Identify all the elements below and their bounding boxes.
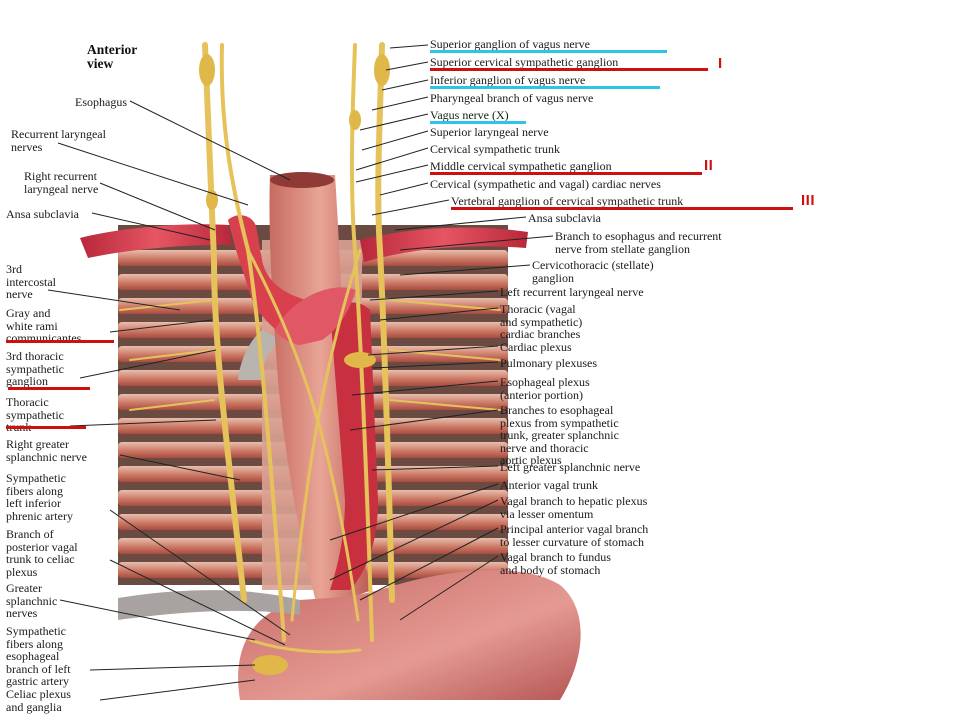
- label-recurrent-laryngeal-nerves: Recurrent laryngeal nerves: [11, 127, 106, 154]
- leader-line: [399, 235, 554, 251]
- leader-line: [379, 307, 499, 321]
- stomach: [238, 570, 581, 700]
- label-sympathetic-fibers-phrenic: Sympathetic fibers along left inferior p…: [6, 471, 73, 523]
- underline-cyan-3: [430, 121, 526, 124]
- aortic-arch: [275, 287, 356, 345]
- label-middle-cervical-sympathetic-ganglion: Middle cervical sympathetic ganglion: [430, 159, 612, 173]
- label-right-greater-splanchnic: Right greater splanchnic nerve: [6, 437, 87, 464]
- diaphragm: [118, 590, 300, 620]
- label-greater-splanchnic-nerves: Greater splanchnic nerves: [6, 581, 58, 620]
- leader-line: [394, 216, 527, 231]
- leader-line: [91, 212, 211, 241]
- leader-line: [351, 380, 499, 396]
- label-superior-laryngeal-nerve: Superior laryngeal nerve: [430, 125, 549, 139]
- leader-line: [371, 465, 499, 471]
- label-cardiac-plexus: Cardiac plexus: [500, 340, 572, 354]
- label-right-recurrent-laryngeal: Right recurrent laryngeal nerve: [24, 169, 99, 196]
- leader-line: [399, 264, 531, 276]
- leader-line: [355, 147, 429, 171]
- leader-line: [381, 79, 429, 91]
- marker-i: I: [718, 55, 723, 72]
- label-pulmonary-plexuses: Pulmonary plexuses: [500, 356, 597, 370]
- marker-iii: III: [801, 192, 816, 209]
- label-thoracic-sympathetic-trunk: Thoracic sympathetic trunk: [6, 395, 64, 433]
- label-esophageal-plexus: Esophageal plexus (anterior portion): [500, 375, 590, 402]
- label-branch-to-esophagus: Branch to esophagus and recurrent nerve …: [555, 229, 722, 256]
- underline-cyan-1: [430, 50, 667, 53]
- leader-line: [59, 599, 256, 641]
- label-esophagus: Esophagus: [75, 95, 127, 109]
- leader-line: [89, 664, 256, 671]
- leader-line: [379, 182, 429, 196]
- label-anterior-vagal-trunk: Anterior vagal trunk: [500, 478, 598, 492]
- label-celiac-plexus: Celiac plexus and ganglia: [6, 687, 71, 714]
- leader-line: [109, 319, 213, 333]
- leader-line: [367, 345, 499, 356]
- leader-line: [369, 290, 499, 301]
- leader-line: [349, 409, 499, 431]
- esophagus-opening: [270, 172, 334, 188]
- underline-red-4: [6, 340, 114, 343]
- leader-line: [129, 100, 291, 181]
- label-inferior-ganglion-vagus: Inferior ganglion of vagus nerve: [430, 73, 586, 87]
- label-branches-to-esophageal-plexus: Branches to esophageal plexus from sympa…: [500, 403, 619, 467]
- leader-line: [371, 96, 429, 111]
- leader-line: [361, 130, 429, 151]
- leader-line: [109, 509, 291, 636]
- left-subclavian-artery: [360, 227, 528, 262]
- leader-line: [371, 361, 499, 369]
- label-branch-posterior-vagal: Branch of posterior vagal trunk to celia…: [6, 527, 78, 579]
- leader-line: [399, 555, 499, 621]
- ganglia: [199, 54, 390, 675]
- underline-red-6: [6, 426, 86, 429]
- leader-line: [99, 182, 216, 231]
- label-gray-white-rami: Gray and white rami communicantes: [6, 306, 82, 345]
- label-principal-anterior-vagal: Principal anterior vagal branch to lesse…: [500, 522, 649, 549]
- leader-line: [329, 483, 499, 541]
- underline-cyan-2: [430, 86, 660, 89]
- label-pharyngeal-branch: Pharyngeal branch of vagus nerve: [430, 91, 594, 105]
- label-left-recurrent-laryngeal: Left recurrent laryngeal nerve: [500, 285, 644, 299]
- label-3rd-intercostal-nerve: 3rd intercostal nerve: [6, 262, 56, 301]
- label-vagal-branch-fundus: Vagal branch to fundus and body of stoma…: [500, 550, 611, 577]
- underline-red-2: [430, 172, 702, 175]
- leader-line: [359, 113, 429, 131]
- label-superior-cervical-sympathetic-ganglion: Superior cervical sympathetic ganglion: [430, 55, 619, 69]
- underline-red-3: [451, 207, 793, 210]
- label-vertebral-ganglion: Vertebral ganglion of cervical sympathet…: [451, 194, 684, 208]
- label-sympathetic-fibers-gastric: Sympathetic fibers along esophageal bran…: [6, 624, 71, 688]
- label-cervical-sympathetic-trunk: Cervical sympathetic trunk: [430, 142, 560, 156]
- label-cervicothoracic-ganglion: Cervicothoracic (stellate) ganglion: [532, 258, 654, 285]
- leader-line: [109, 559, 286, 646]
- leader-line: [389, 44, 429, 49]
- leader-line: [69, 419, 217, 427]
- underline-red-1: [430, 68, 708, 71]
- view-title: Anterior view: [87, 42, 138, 71]
- leader-line: [79, 349, 217, 379]
- leader-line: [359, 527, 499, 601]
- label-ansa-subclavia-right: Ansa subclavia: [528, 211, 601, 225]
- leader-line: [99, 679, 256, 701]
- leader-line: [119, 454, 241, 481]
- underline-red-5: [8, 387, 90, 390]
- label-superior-ganglion-vagus: Superior ganglion of vagus nerve: [430, 37, 590, 51]
- leader-line: [385, 61, 429, 71]
- label-left-greater-splanchnic: Left greater splanchnic nerve: [500, 460, 641, 474]
- leader-line: [57, 142, 249, 206]
- label-vagal-branch-hepatic: Vagal branch to hepatic plexus via lesse…: [500, 494, 648, 521]
- leader-lines: [47, 44, 554, 701]
- leader-line: [47, 289, 181, 311]
- marker-ii: II: [704, 157, 714, 174]
- label-3rd-thoracic-ganglion: 3rd thoracic sympathetic ganglion: [6, 349, 64, 388]
- label-cervical-cardiac-nerves: Cervical (sympathetic and vagal) cardiac…: [430, 177, 661, 191]
- label-thoracic-cardiac-branches: Thoracic (vagal and sympathetic) cardiac…: [500, 302, 583, 341]
- right-subclavian-artery: [80, 224, 232, 258]
- label-vagus-nerve: Vagus nerve (X): [430, 108, 509, 122]
- leader-line: [329, 499, 499, 581]
- label-ansa-subclavia-left: Ansa subclavia: [6, 207, 79, 221]
- leader-line: [371, 199, 450, 216]
- leader-line: [355, 164, 429, 183]
